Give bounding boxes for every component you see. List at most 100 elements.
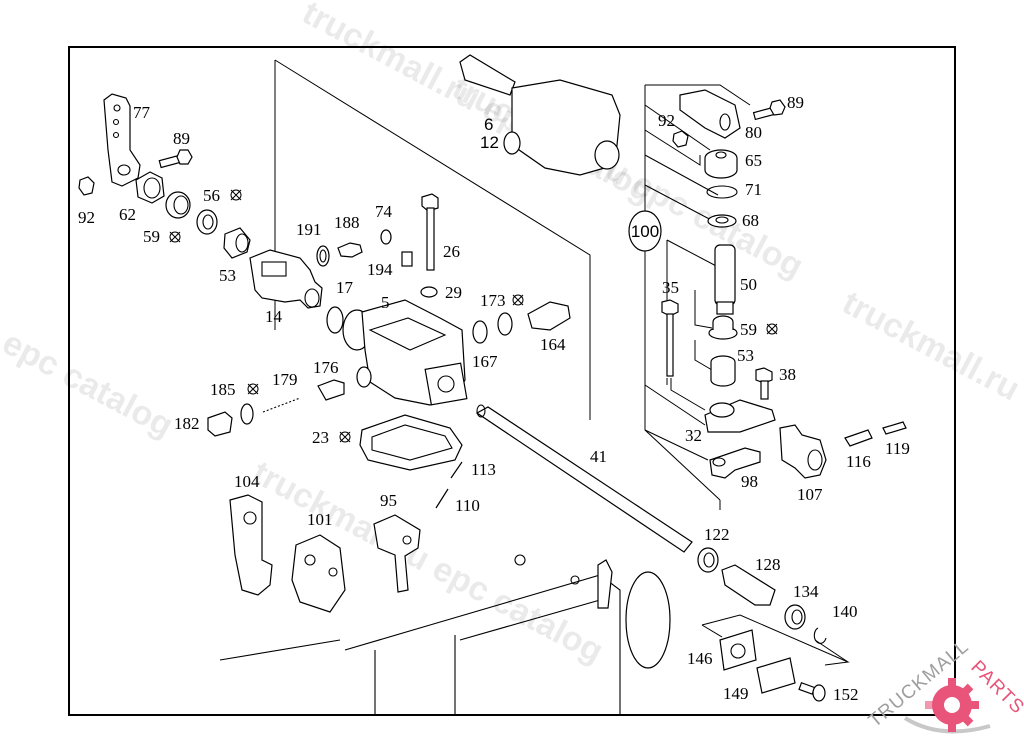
callout-71[interactable]: 71: [745, 180, 762, 199]
gasket-23: [359, 414, 463, 471]
callout-89[interactable]: 89: [173, 129, 190, 148]
bolt-89-right: [752, 99, 786, 121]
callout-188[interactable]: 188: [334, 213, 360, 232]
nut-92: [78, 176, 95, 196]
callout-26[interactable]: 26: [443, 242, 460, 261]
callout-23[interactable]: 23: [312, 428, 329, 447]
callout-107[interactable]: 107: [797, 485, 823, 504]
nut-92-right: [672, 130, 689, 148]
callout-134[interactable]: 134: [793, 582, 819, 601]
callout-53[interactable]: 53: [219, 266, 236, 285]
callout-41[interactable]: 41: [590, 447, 607, 466]
callout-53-right[interactable]: 53: [737, 346, 754, 365]
plug-182: [207, 411, 233, 437]
callout-89-right[interactable]: 89: [787, 93, 804, 112]
callout-6[interactable]: 6: [484, 115, 493, 134]
pin-110: [435, 488, 449, 509]
gearbox-housing: [219, 554, 671, 715]
callout-17[interactable]: 17: [336, 278, 354, 297]
callout-92[interactable]: 92: [78, 208, 95, 227]
callout-59[interactable]: 59: [143, 227, 160, 246]
callout-14[interactable]: 14: [265, 307, 283, 326]
callout-35[interactable]: 35: [662, 278, 679, 297]
callout-98[interactable]: 98: [741, 472, 758, 491]
callout-74[interactable]: 74: [375, 202, 393, 221]
callout-101[interactable]: 101: [307, 510, 333, 529]
callout-68[interactable]: 68: [742, 211, 759, 230]
callout-56[interactable]: 56: [203, 186, 220, 205]
plug-74: [380, 229, 392, 245]
breather-188: [337, 242, 363, 258]
callout-95[interactable]: 95: [380, 491, 397, 510]
callout-29[interactable]: 29: [445, 283, 462, 302]
pin-116: [844, 429, 873, 447]
washer-191: [316, 245, 330, 267]
logo-swoosh: [903, 716, 991, 734]
shift-housing-5: [342, 299, 468, 406]
callout-194[interactable]: 194: [367, 260, 393, 279]
bracket-101: [291, 534, 346, 613]
watermark-text: truckmall.ru epc catalog: [446, 69, 809, 286]
callout-110[interactable]: 110: [455, 496, 480, 515]
callout-119[interactable]: 119: [885, 439, 910, 458]
bolt-38: [755, 367, 773, 400]
callout-38[interactable]: 38: [779, 365, 796, 384]
callout-50[interactable]: 50: [740, 275, 757, 294]
callout-80[interactable]: 80: [745, 123, 762, 142]
callout-12[interactable]: 12: [480, 133, 499, 152]
group-label: 100: [631, 222, 659, 241]
callout-146[interactable]: 146: [687, 649, 713, 668]
callout-104[interactable]: 104: [234, 472, 260, 491]
callout-65[interactable]: 65: [745, 151, 762, 170]
callout-62[interactable]: 62: [119, 205, 136, 224]
callout-149[interactable]: 149: [723, 684, 749, 703]
valve-194: [401, 251, 413, 267]
callout-179[interactable]: 179: [272, 370, 298, 389]
watermark-text: epc catalog: [0, 324, 179, 445]
seal-173: [497, 312, 513, 336]
callout-labels: 77 89 92 62 56 59 53 14 191 188 74 194 2…: [78, 93, 910, 704]
callout-77[interactable]: 77: [133, 103, 151, 122]
bushing-53-right: [710, 355, 736, 387]
callout-173[interactable]: 173: [480, 291, 506, 310]
pin-113: [450, 461, 463, 479]
seal-59: [165, 191, 191, 219]
callout-128[interactable]: 128: [755, 555, 781, 574]
gasket-146: [719, 629, 757, 671]
circlip-71: [706, 185, 738, 199]
callout-113[interactable]: 113: [471, 460, 496, 479]
callout-5[interactable]: 5: [381, 293, 390, 312]
callout-32[interactable]: 32: [685, 426, 702, 445]
repair-kit-symbol: [512, 294, 524, 306]
callout-164[interactable]: 164: [540, 335, 566, 354]
repair-kit-symbol: [230, 189, 242, 201]
callout-92-right[interactable]: 92: [658, 111, 675, 130]
callout-59-right[interactable]: 59: [740, 320, 757, 339]
logo-text-parts: PARTS: [966, 657, 1024, 719]
repair-kit-symbol: [339, 431, 351, 443]
callout-176[interactable]: 176: [313, 358, 339, 377]
callout-191[interactable]: 191: [296, 220, 322, 239]
clip-140: [813, 627, 827, 644]
piston-176: [317, 379, 345, 401]
repair-kit-symbol: [766, 323, 778, 335]
truckmall-parts-logo: TRUCKMALL PARTS: [865, 636, 1024, 734]
callout-122[interactable]: 122: [704, 525, 730, 544]
bushing-62: [135, 171, 165, 204]
callout-116[interactable]: 116: [846, 452, 871, 471]
ring-56: [196, 209, 218, 235]
bolt-89: [158, 149, 193, 169]
piston-128: [721, 564, 776, 606]
seal-59-right: [708, 315, 738, 340]
callout-185[interactable]: 185: [210, 380, 236, 399]
spring-179: [262, 397, 301, 413]
group-100: 100: [628, 210, 662, 252]
marker-symbols: [169, 189, 778, 443]
callout-182[interactable]: 182: [174, 414, 200, 433]
callout-152[interactable]: 152: [833, 685, 859, 704]
bushing-53: [223, 227, 251, 259]
cover-149: [756, 657, 796, 694]
washer-185: [240, 403, 254, 425]
callout-167[interactable]: 167: [472, 352, 498, 371]
callout-140[interactable]: 140: [832, 602, 858, 621]
